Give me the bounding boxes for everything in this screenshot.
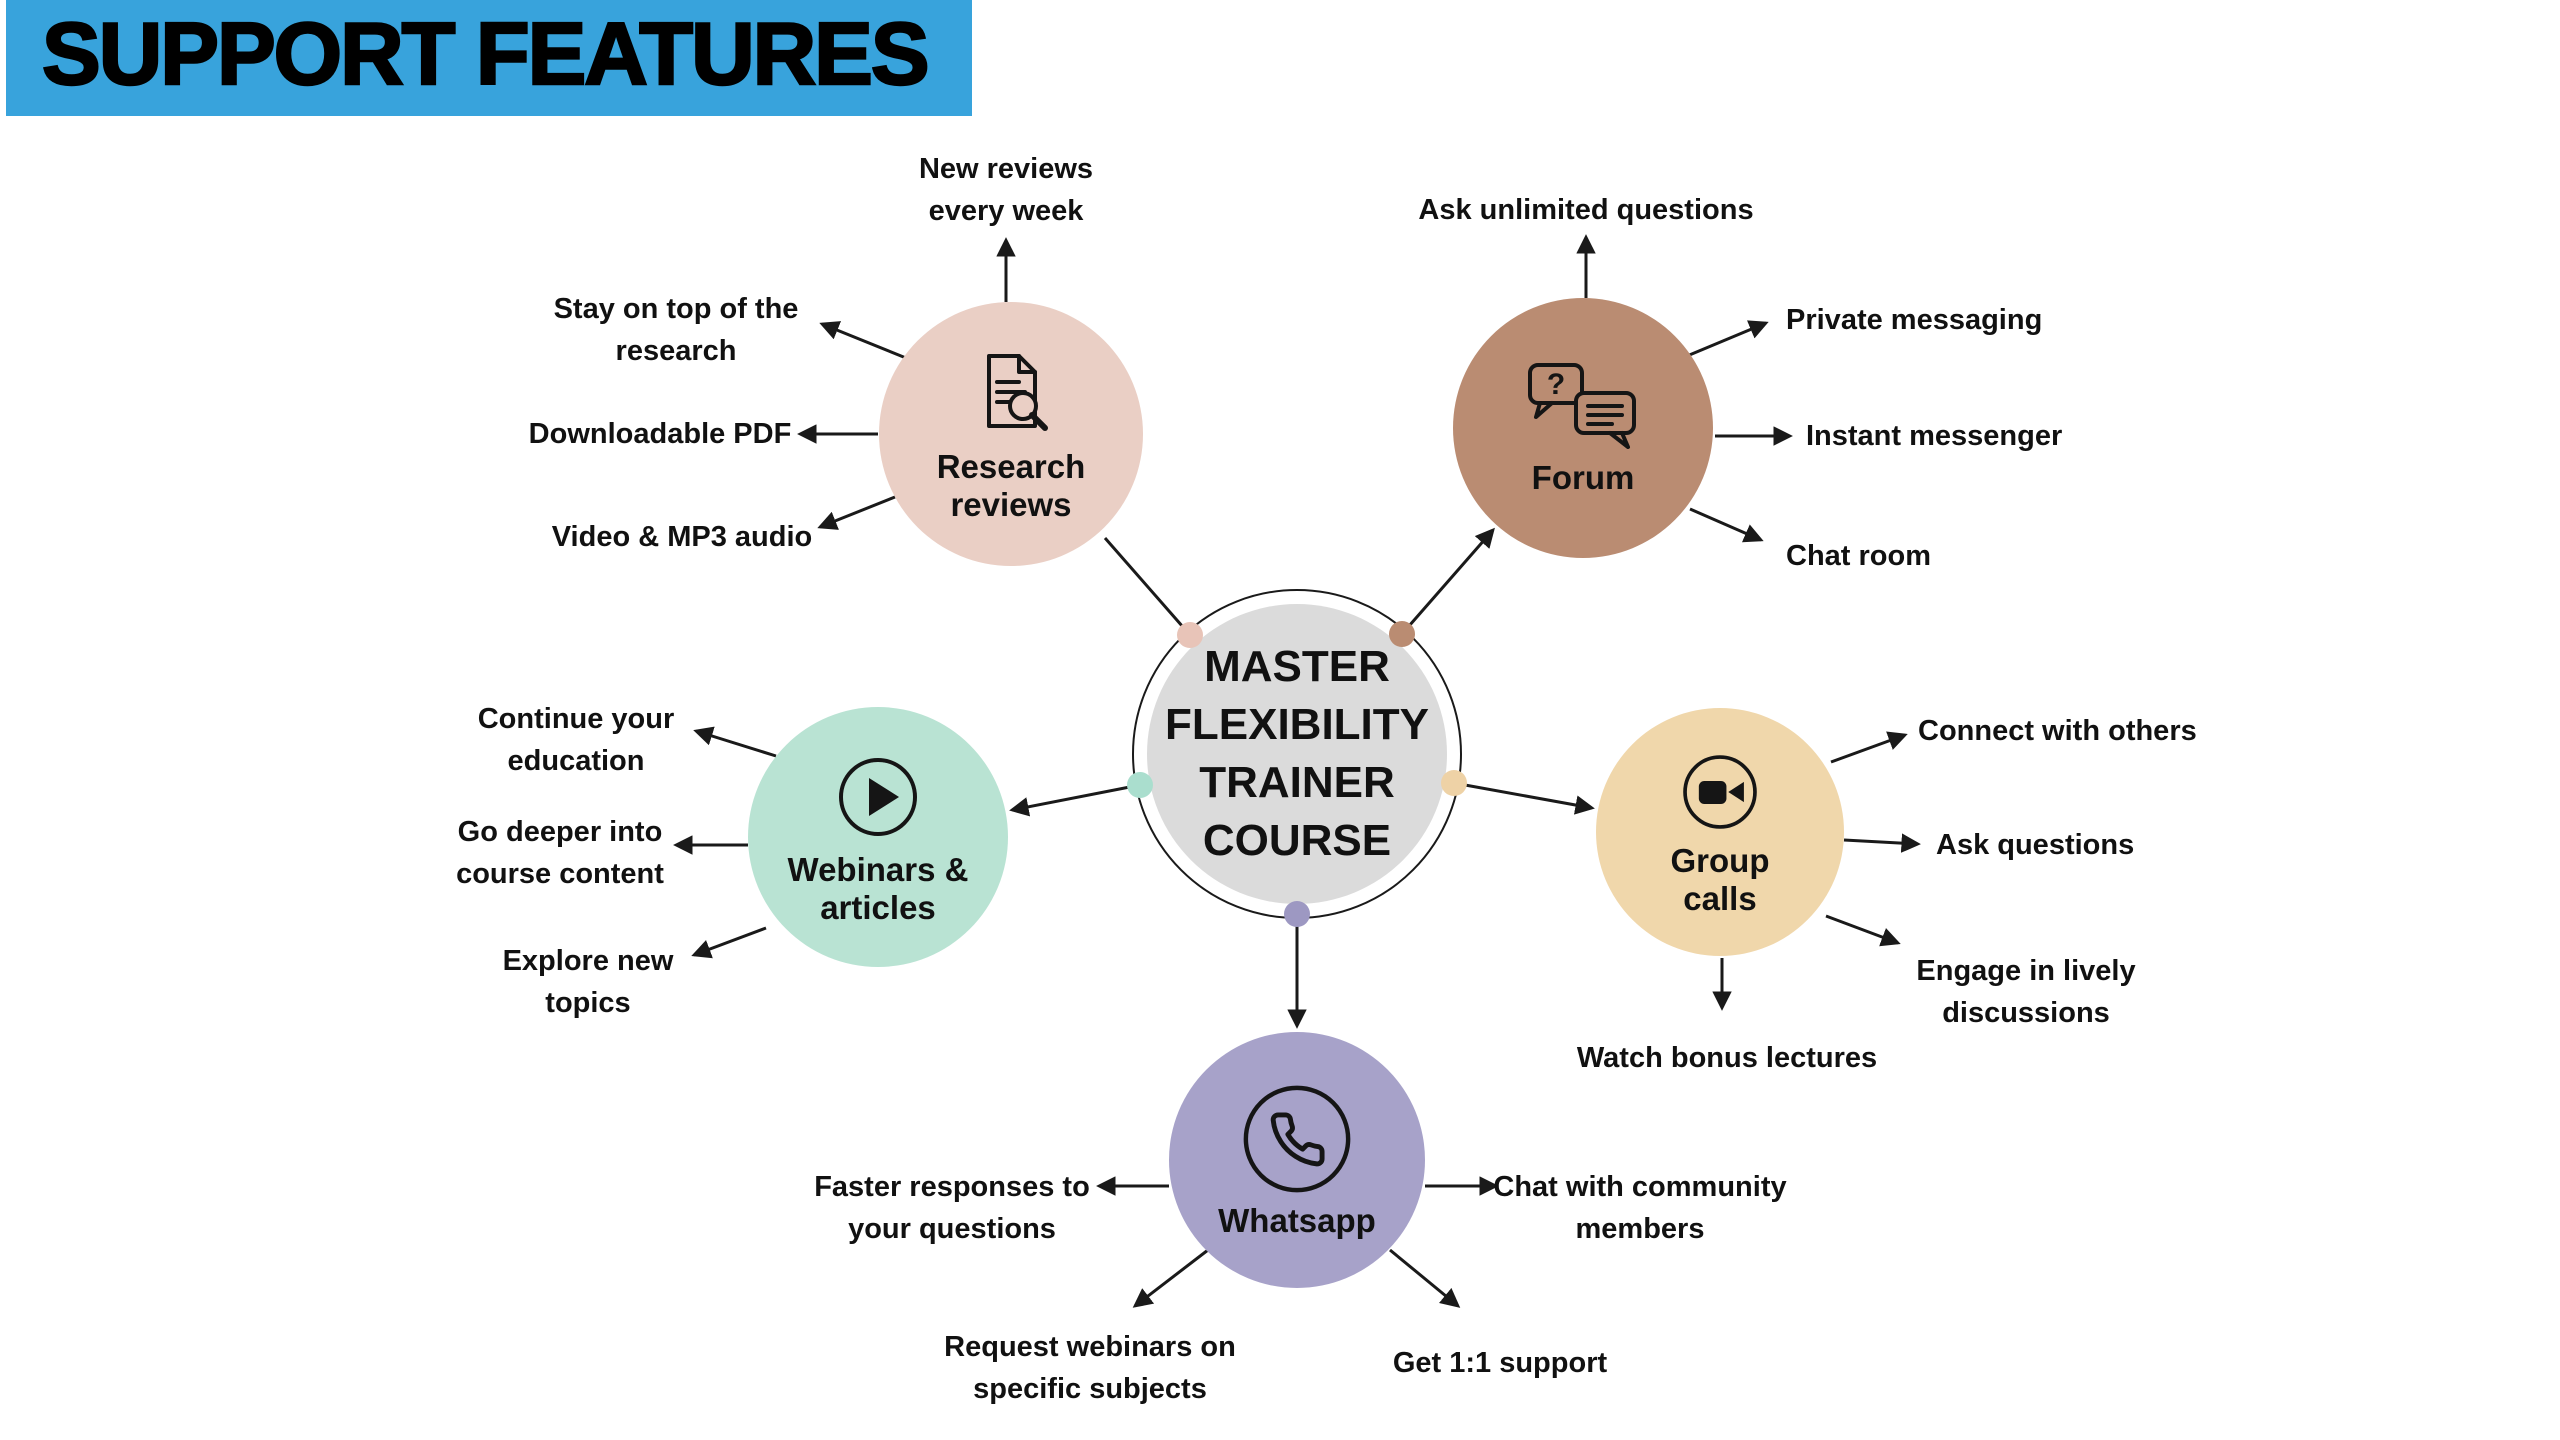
group-calls-spoke-lines [1712, 731, 1921, 1011]
page-title: SUPPORT FEATURES [41, 4, 931, 103]
node-research-reviews-label: Research reviews [936, 448, 1086, 523]
video-camera-icon [1683, 755, 1757, 829]
forum-spoke-lines [1576, 234, 1793, 543]
chat-bubbles-icon: ? [1528, 363, 1636, 450]
node-whatsapp-label: Whatsapp [1218, 1202, 1376, 1240]
label-ask-unlimited-questions: Ask unlimited questions [1418, 193, 1754, 226]
label-request-webinars: Request webinars on specific subjects [944, 1330, 1236, 1405]
label-stay-on-top: Stay on top of the research [553, 292, 799, 367]
forum-connector-dot [1389, 621, 1415, 647]
svg-text:?: ? [1547, 368, 1565, 401]
label-video-mp3: Video & MP3 audio [551, 520, 813, 553]
label-watch-lectures: Watch bonus lectures [1576, 1041, 1878, 1074]
center-node: MASTER FLEXIBILITY TRAINER COURSE [1147, 604, 1447, 904]
whatsapp-spoke-lines [1096, 1176, 1499, 1308]
node-whatsapp: Whatsapp [1169, 1032, 1425, 1288]
research-connector-dot [1177, 622, 1203, 648]
label-engage-discussions: Engage in lively discussions [1916, 954, 2136, 1029]
label-go-deeper: Go deeper into course content [456, 815, 664, 890]
whatsapp-connector-dot [1284, 901, 1310, 927]
node-forum: ? Forum [1453, 298, 1713, 558]
group-calls-connector-dot [1441, 770, 1467, 796]
label-ask-questions: Ask questions [1936, 828, 2135, 861]
research-spoke-lines [797, 237, 1016, 530]
label-instant-messenger: Instant messenger [1806, 419, 2063, 452]
label-connect-others: Connect with others [1918, 714, 2197, 747]
label-downloadable-pdf: Downloadable PDF [528, 417, 792, 450]
node-group-calls-label: Group calls [1670, 842, 1770, 917]
center-connector-lines [1009, 527, 1595, 1029]
label-faster-responses: Faster responses to your questions [814, 1170, 1090, 1245]
play-icon [839, 758, 917, 837]
label-chat-room: Chat room [1786, 539, 1931, 572]
webinars-spoke-lines [673, 726, 777, 959]
document-search-icon [987, 354, 1048, 432]
node-webinars-articles: Webinars & articles [748, 707, 1008, 967]
node-webinars-articles-label: Webinars & articles [787, 851, 969, 926]
label-explore-topics: Explore new topics [502, 944, 674, 1019]
label-chat-community: Chat with community members [1493, 1170, 1787, 1245]
node-forum-label: Forum [1531, 459, 1635, 497]
webinars-connector-dot [1127, 772, 1153, 798]
label-continue-education: Continue your education [477, 702, 675, 777]
label-get-support: Get 1:1 support [1392, 1346, 1608, 1379]
label-private-messaging: Private messaging [1786, 303, 2043, 336]
label-new-reviews: New reviews every week [918, 152, 1094, 227]
node-group-calls: Group calls [1596, 708, 1844, 956]
center-node-label: MASTER FLEXIBILITY TRAINER COURSE [1165, 641, 1429, 866]
page-title-banner: SUPPORT FEATURES [6, 0, 972, 117]
node-research-reviews: Research reviews [879, 302, 1143, 566]
phone-icon [1243, 1085, 1351, 1193]
